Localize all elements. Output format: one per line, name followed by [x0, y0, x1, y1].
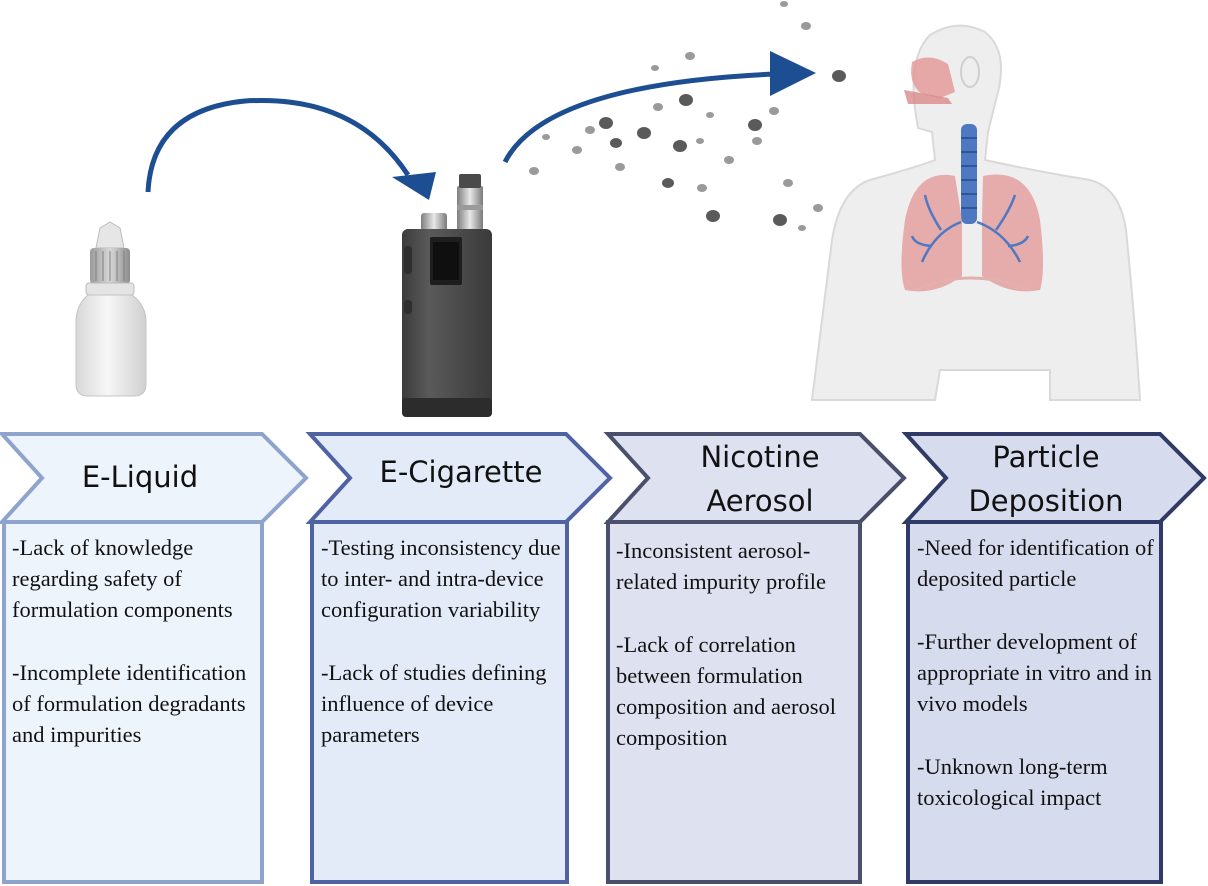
stage-4-panel	[901, 432, 1207, 884]
note: -Lack of knowledge regarding safety of f…	[12, 535, 233, 622]
dropper-bottle-icon	[75, 221, 147, 397]
note: -Testing inconsistency due to inter- and…	[321, 535, 561, 622]
curved-arrow-icon	[145, 97, 436, 200]
stage-1-notes: -Lack of knowledge regarding safety of f…	[12, 532, 256, 782]
note: -Lack of correlation between formulation…	[616, 632, 836, 750]
stage-1-title: E-Liquid	[81, 460, 199, 494]
stage-2-title: E-Cigarette	[379, 455, 543, 489]
stage-4-notes: -Need for identification of deposited pa…	[917, 532, 1155, 845]
note: -Unknown long-term toxicological impact	[917, 754, 1108, 810]
stage-3-panel	[603, 432, 907, 884]
stage-4-title: Particle Deposition	[968, 440, 1124, 518]
aerosol-particles-icon	[529, 1, 846, 231]
stage-3-notes: -Inconsistent aerosol-related impurity p…	[616, 535, 852, 785]
stage-2-notes: -Testing inconsistency due to inter- and…	[321, 532, 561, 782]
human-respiratory-system-icon	[810, 24, 1142, 401]
note: -Need for identification of deposited pa…	[917, 535, 1154, 591]
note: -Incomplete identification of formulatio…	[12, 660, 247, 747]
vape-device-icon	[402, 174, 492, 417]
note: -Lack of studies defining influence of d…	[321, 660, 547, 747]
note: -Inconsistent aerosol-related impurity p…	[616, 538, 826, 594]
stage-1-panel	[0, 432, 309, 884]
stage-2-panel	[305, 432, 613, 884]
stage-3-title: Nicotine Aerosol	[700, 440, 820, 518]
curved-arrow-icon	[502, 51, 816, 164]
note: -Further development of appropriate in v…	[917, 629, 1152, 716]
